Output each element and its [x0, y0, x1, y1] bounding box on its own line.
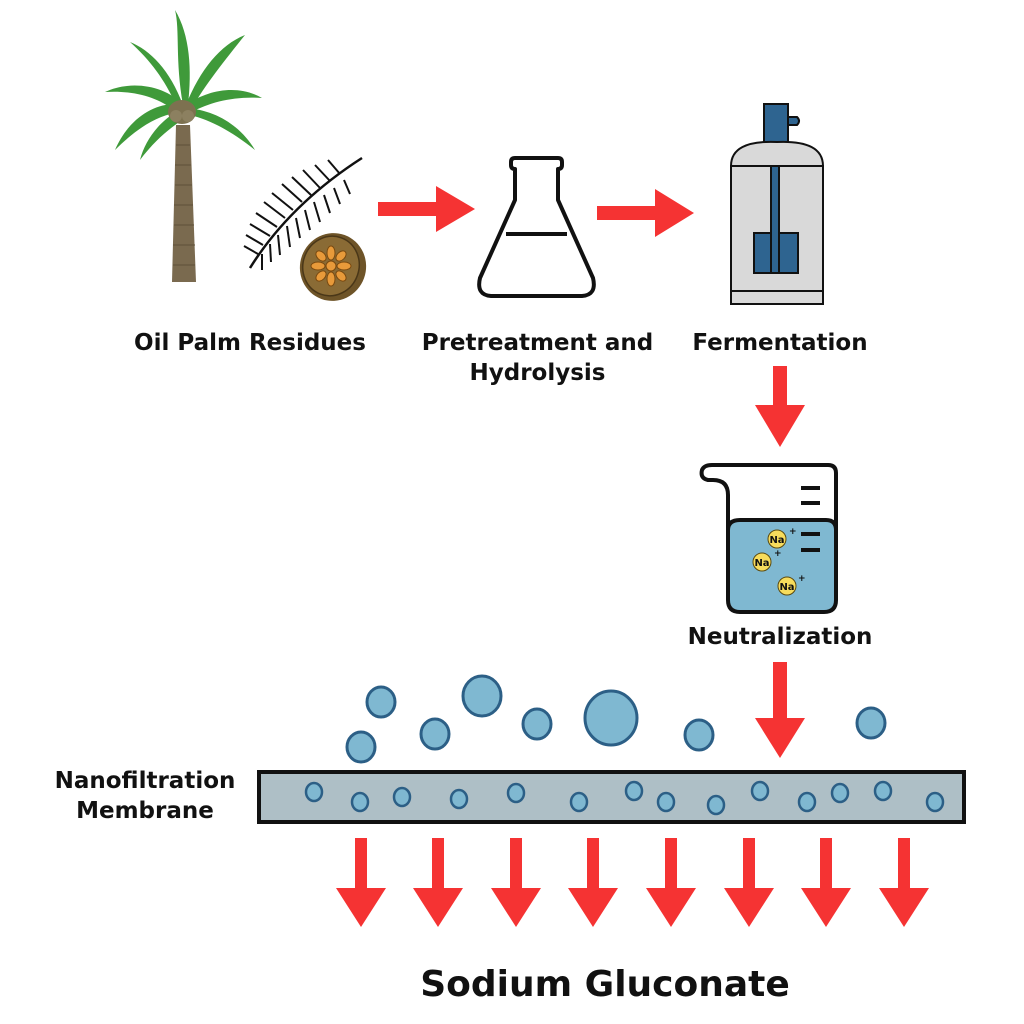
pore-particle — [304, 781, 324, 803]
arrow-right-icon — [597, 189, 694, 237]
arrow-down-icon — [724, 838, 774, 927]
pore-particle — [449, 788, 469, 810]
label-fermentation: Fermentation — [692, 330, 868, 356]
ion-label: Na — [754, 558, 769, 569]
label-pretreatment: Pretreatment and Hydrolysis — [405, 328, 670, 388]
pore-particle — [925, 791, 945, 813]
palm-frond-icon — [243, 156, 363, 270]
arrow-right-icon — [378, 186, 475, 232]
product-label: Sodium Gluconate — [420, 964, 790, 1005]
palm-tree-icon — [105, 10, 262, 282]
arrow-down-icon — [879, 838, 929, 927]
label-neutralization: Neutralization — [687, 624, 873, 650]
beaker-icon: Na + Na + Na + — [699, 463, 838, 614]
arrow-down-icon — [801, 838, 851, 927]
pore-particle — [392, 786, 412, 808]
label-pretreatment-line2: Hydrolysis — [469, 360, 606, 386]
particle — [461, 674, 503, 718]
ion-charge: + — [798, 574, 806, 584]
pore-particle — [797, 791, 817, 813]
sodium-ion-icon: Na + — [767, 527, 797, 549]
bioreactor-icon — [729, 103, 825, 305]
ion-charge: + — [789, 527, 797, 537]
label-pretreatment-line1: Pretreatment and — [421, 330, 654, 356]
label-nanofiltration-membrane: Nanofiltration Membrane — [40, 766, 250, 826]
label-membrane-line1: Nanofiltration — [54, 768, 236, 794]
arrow-down-icon — [755, 662, 805, 758]
erlenmeyer-flask-icon — [477, 156, 596, 298]
sodium-ion-icon: Na + — [752, 549, 782, 572]
particle — [419, 717, 451, 751]
particle — [521, 707, 553, 741]
arrow-down-icon — [336, 838, 386, 927]
particle — [583, 689, 639, 747]
sodium-ion-icon: Na + — [777, 574, 806, 596]
nanofiltration-membrane — [257, 770, 966, 824]
pore-particle — [873, 780, 893, 802]
arrow-down-icon — [646, 838, 696, 927]
pore-particle — [624, 780, 644, 802]
output-arrows — [336, 838, 929, 927]
particle — [365, 685, 397, 719]
particle — [683, 718, 715, 752]
palm-fruit-icon — [299, 233, 367, 301]
pore-particle — [706, 794, 726, 816]
pore-particle — [750, 780, 770, 802]
pore-particle — [350, 791, 370, 813]
arrow-down-icon — [568, 838, 618, 927]
arrow-down-icon — [491, 838, 541, 927]
particle — [855, 706, 887, 740]
label-membrane-line2: Membrane — [76, 798, 214, 824]
ion-label: Na — [779, 582, 794, 593]
arrow-down-icon — [755, 366, 805, 447]
arrow-down-icon — [413, 838, 463, 927]
pore-particle — [569, 791, 589, 813]
label-oil-palm-residues: Oil Palm Residues — [134, 330, 366, 356]
ion-charge: + — [774, 549, 782, 559]
retained-particles — [345, 674, 887, 764]
pore-particle — [830, 782, 850, 804]
pore-particle — [656, 791, 676, 813]
ion-label: Na — [769, 535, 784, 546]
particle — [345, 730, 377, 764]
pore-particle — [506, 782, 526, 804]
